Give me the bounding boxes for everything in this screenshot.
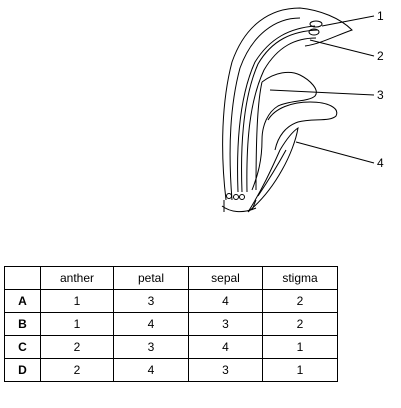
- stem-outline: [223, 199, 257, 212]
- table-cell: 2: [262, 312, 338, 336]
- table-cell: 2: [40, 358, 114, 382]
- table-cell: 1: [262, 335, 338, 359]
- table-cell: 2: [40, 335, 114, 359]
- table-cell: 4: [188, 289, 263, 313]
- anther-shape-2: [308, 28, 320, 36]
- option-label: D: [4, 358, 41, 382]
- flower-section-diagram: 1 2 3 4: [221, 7, 384, 213]
- header-cell-petal: petal: [113, 266, 189, 290]
- petal-outline: [251, 71, 317, 191]
- table-cell: 4: [188, 335, 263, 359]
- header-cell-anther: anther: [40, 266, 114, 290]
- table-cell: 1: [262, 358, 338, 382]
- answer-options-table: anther petal sepal stigma A 1 3 4 2 B 1 …: [4, 266, 338, 382]
- table-row[interactable]: D 2 4 3 1: [4, 358, 338, 382]
- table-cell: 3: [188, 312, 263, 336]
- inner-sepal-outline: [229, 17, 301, 201]
- table-cell: 1: [40, 312, 114, 336]
- leader-line-4: [295, 141, 375, 164]
- option-label: C: [4, 335, 41, 359]
- option-label: A: [4, 289, 41, 313]
- option-label: B: [4, 312, 41, 336]
- table-header-row: anther petal sepal stigma: [4, 266, 338, 290]
- outer-sepal-outline: [222, 7, 353, 201]
- leader-line-2: [309, 39, 375, 57]
- table-row[interactable]: C 2 3 4 1: [4, 335, 338, 359]
- table-cell: 3: [113, 289, 189, 313]
- ovule-shape-2: [233, 194, 239, 200]
- lower-petal-outline: [267, 101, 338, 151]
- filament-line: [237, 25, 316, 193]
- style-line: [246, 37, 317, 193]
- label-4: 4: [377, 156, 384, 170]
- table-cell: 3: [113, 335, 189, 359]
- lower-sepal-outline-2: [257, 149, 287, 197]
- ovule-shape-3: [239, 194, 245, 200]
- table-row[interactable]: B 1 4 3 2: [4, 312, 338, 336]
- table-cell: 1: [40, 289, 114, 313]
- table-cell: 4: [113, 358, 189, 382]
- leader-line-3: [269, 89, 375, 96]
- label-2: 2: [377, 49, 384, 63]
- header-cell-sepal: sepal: [188, 266, 263, 290]
- label-1: 1: [377, 9, 384, 23]
- header-cell-blank: [4, 266, 41, 290]
- filament-line-2: [241, 29, 319, 193]
- table-row[interactable]: A 1 3 4 2: [4, 289, 338, 313]
- anther-shape: [309, 20, 323, 28]
- table-cell: 3: [188, 358, 263, 382]
- label-3: 3: [377, 88, 384, 102]
- table-cell: 4: [113, 312, 189, 336]
- ovule-shape: [226, 193, 232, 199]
- table-cell: 2: [262, 289, 338, 313]
- lower-sepal-outline: [247, 126, 299, 213]
- leader-line-1: [321, 15, 375, 27]
- header-cell-stigma: stigma: [262, 266, 338, 290]
- petal-outline-2: [255, 81, 263, 191]
